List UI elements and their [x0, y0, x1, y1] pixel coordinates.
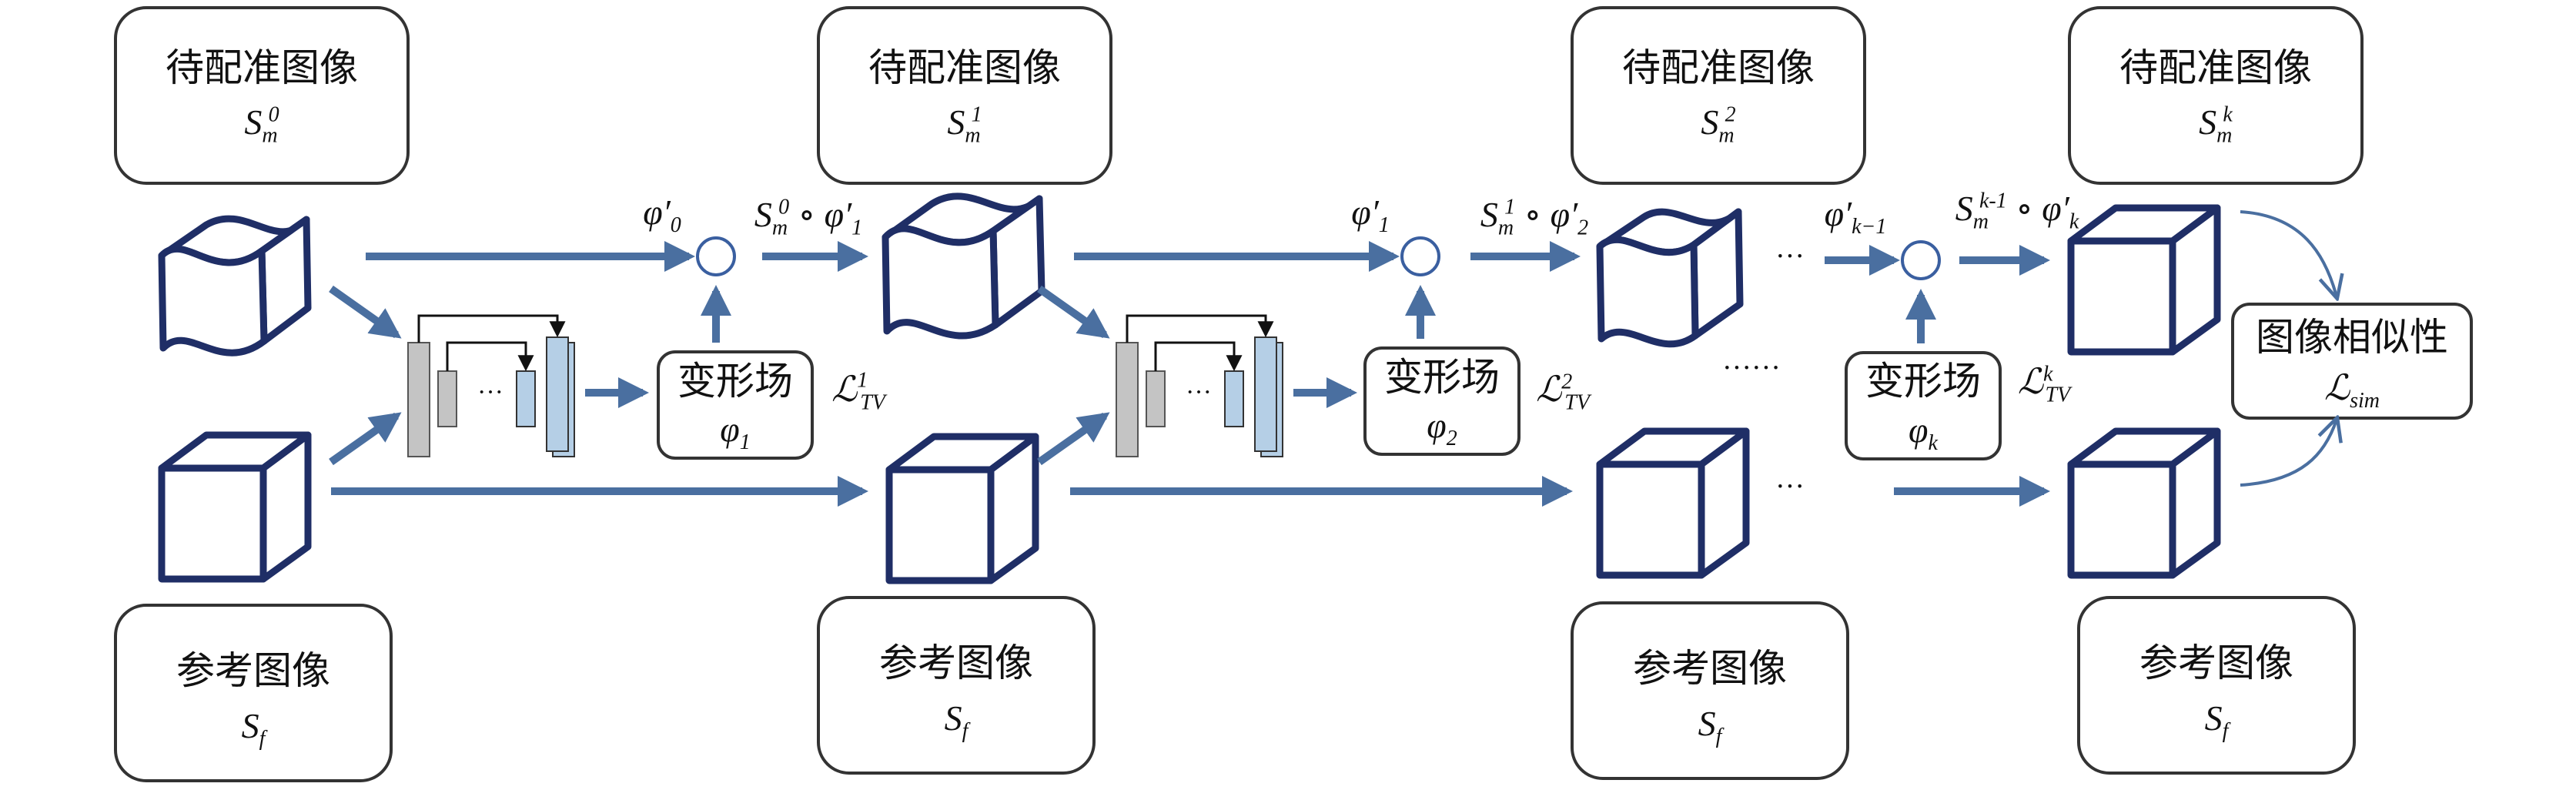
cube-fixed-0 [158, 431, 312, 583]
cube-warped-k [2067, 204, 2221, 356]
deformation-title-2: 变形场 [1384, 355, 1500, 400]
fixed-box-1 [817, 596, 1096, 775]
moving-title-1: 待配准图像 [868, 45, 1061, 90]
moving-box-3 [2068, 6, 2364, 185]
registration-network-1 [407, 314, 575, 457]
compose-circle-3 [1901, 240, 1941, 280]
ellipsis-bottom: ··· [1775, 470, 1805, 503]
wavy-volume-2 [1596, 208, 1744, 348]
fixed-symbol-2: Sf [1698, 703, 1722, 749]
moving-box-1 [817, 6, 1112, 185]
registration-network-2 [1116, 314, 1283, 457]
deformation-symbol-1: φ1 [720, 409, 751, 455]
moving-title-0: 待配准图像 [166, 45, 358, 90]
moving-title-3: 待配准图像 [2119, 45, 2312, 90]
fixed-box-0 [114, 604, 393, 782]
compose-circle-2 [1400, 236, 1440, 276]
similarity-arrows [2240, 210, 2337, 487]
wavy-volume-0 [158, 215, 312, 357]
moving-symbol-0: Sm0 [244, 102, 279, 148]
deformation-title-1: 变形场 [677, 359, 793, 403]
warped-label-2: Sm1 ∘ φ′2 [1480, 195, 1589, 240]
fixed-title-2: 参考图像 [1633, 646, 1787, 691]
moving-symbol-2: Sm2 [1701, 102, 1736, 148]
network-ellipsis-1: ··· [477, 378, 503, 407]
deformation-box-1 [657, 350, 814, 460]
similarity-title: 图像相似性 [2256, 315, 2448, 360]
deformation-symbol-3: φk [1909, 410, 1938, 456]
wavy-volume-1 [882, 192, 1045, 340]
tv-loss-2: ℒ2TV [1536, 370, 1590, 415]
fixed-symbol-0: Sf [241, 705, 266, 752]
deformation-symbol-2: φ2 [1427, 405, 1457, 451]
flow-arrows [329, 241, 2050, 507]
compose-input-2: φ′1 [1351, 192, 1390, 238]
ellipsis-top: ··· [1775, 240, 1805, 273]
fixed-symbol-3: Sf [2204, 698, 2229, 744]
moving-symbol-1: Sm1 [947, 102, 982, 148]
network-ellipsis-2: ··· [1186, 378, 1212, 407]
warped-label-3: Smk-1 ∘ φ′k [1955, 189, 2079, 234]
cube-fixed-2 [1596, 427, 1750, 579]
cube-fixed-3 [2067, 427, 2221, 579]
similarity-box [2231, 303, 2473, 420]
fixed-symbol-1: Sf [944, 698, 969, 744]
compose-circle-1 [696, 236, 736, 276]
tv-loss-3: ℒkTV [2017, 362, 2071, 407]
fixed-box-3 [2077, 596, 2356, 775]
moving-box-2 [1571, 6, 1866, 185]
fixed-box-2 [1571, 601, 1849, 780]
warped-label-1: Sm0 ∘ φ′1 [754, 195, 863, 240]
tv-loss-1: ℒ1TV [831, 368, 885, 415]
compose-input-3: φ′k−1 [1824, 193, 1887, 239]
moving-symbol-3: Smk [2199, 102, 2233, 148]
fixed-title-0: 参考图像 [176, 648, 330, 693]
deformation-box-2 [1363, 346, 1521, 456]
moving-box-0 [114, 6, 410, 185]
ellipsis-middle: ······ [1722, 352, 1781, 384]
compose-input-1: φ′0 [643, 192, 681, 238]
fixed-title-3: 参考图像 [2139, 641, 2293, 685]
cube-fixed-1 [885, 433, 1039, 584]
moving-title-2: 待配准图像 [1622, 45, 1815, 90]
fixed-title-1: 参考图像 [879, 641, 1033, 685]
similarity-symbol: ℒsim [2323, 367, 2380, 413]
deformation-box-3 [1845, 351, 2002, 460]
deformation-title-3: 变形场 [1865, 359, 1981, 403]
